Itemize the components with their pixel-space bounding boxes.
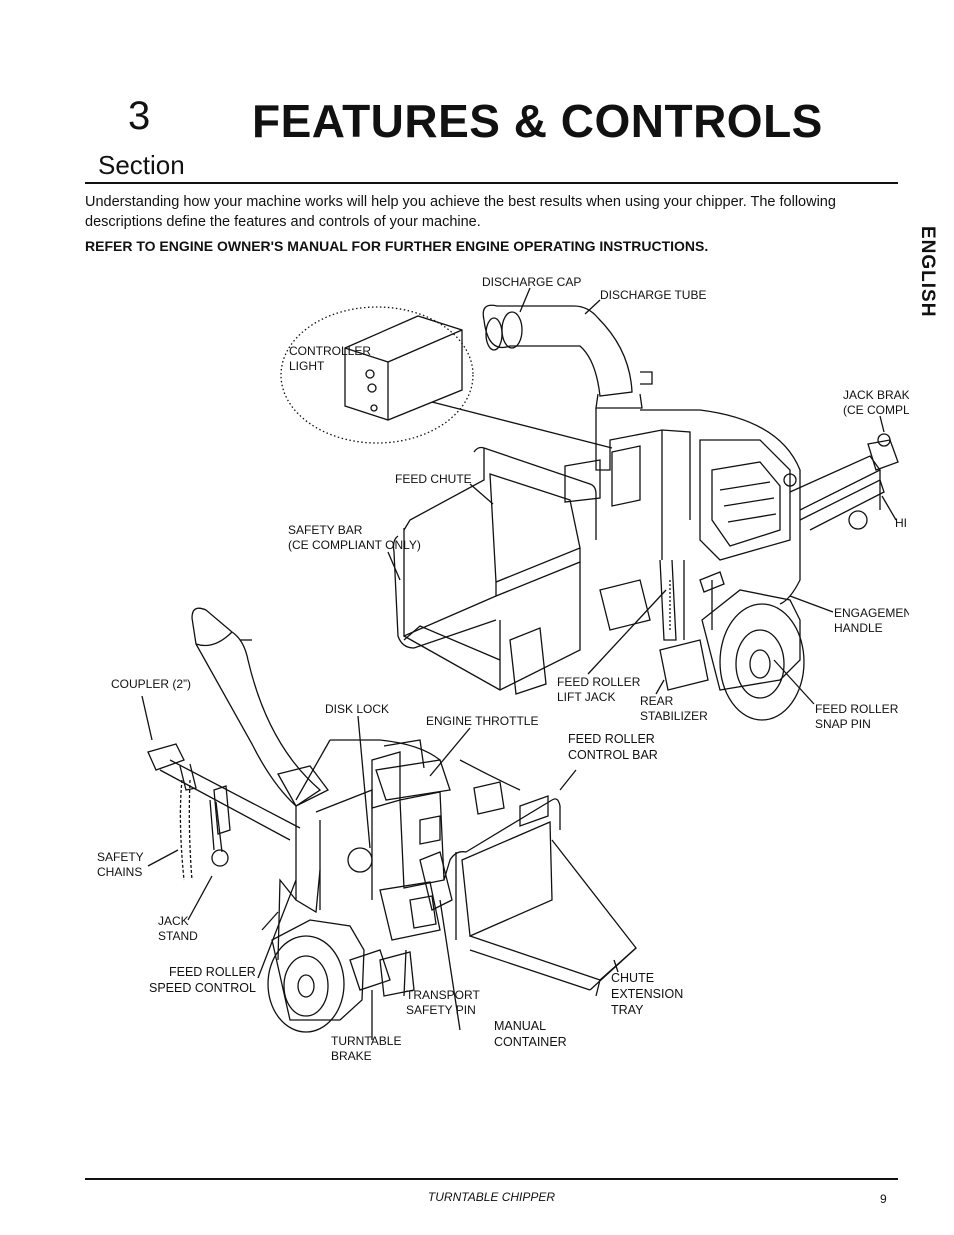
bottom-chipper xyxy=(147,607,637,1033)
label-feed-chute: FEED CHUTE xyxy=(395,472,472,486)
label-disk-lock: DISK LOCK xyxy=(325,702,390,716)
header-rule xyxy=(85,182,898,184)
intro-paragraph: Understanding how your machine works wil… xyxy=(85,194,836,230)
language-tab: ENGLISH xyxy=(917,226,938,318)
engine-manual-warning: REFER TO ENGINE OWNER'S MANUAL FOR FURTH… xyxy=(85,238,709,254)
page-number: 9 xyxy=(880,1192,887,1206)
label-discharge-tube: DISCHARGE TUBE xyxy=(600,288,707,302)
label-coupler: COUPLER (2”) xyxy=(111,677,192,691)
section-number: 3 xyxy=(128,94,151,138)
leader-controller xyxy=(431,401,613,449)
label-engine-throttle: ENGINE THROTTLE xyxy=(426,714,539,728)
footer-title: TURNTABLE CHIPPER xyxy=(427,1190,556,1204)
controller-box xyxy=(344,315,463,421)
label-discharge-cap: DISCHARGE CAP xyxy=(482,275,582,289)
page-title: FEATURES & CONTROLS xyxy=(252,95,823,147)
section-word: Section xyxy=(98,150,185,180)
label-jack-brake: JACK BRAK(CE COMPL xyxy=(843,388,909,417)
footer-rule xyxy=(85,1178,898,1180)
label-hitch: HI xyxy=(895,516,907,530)
top-chipper xyxy=(392,304,899,721)
controller-light-inset xyxy=(280,306,474,444)
label-safety-bar: SAFETY BAR(CE COMPLIANT ONLY) xyxy=(288,523,421,552)
